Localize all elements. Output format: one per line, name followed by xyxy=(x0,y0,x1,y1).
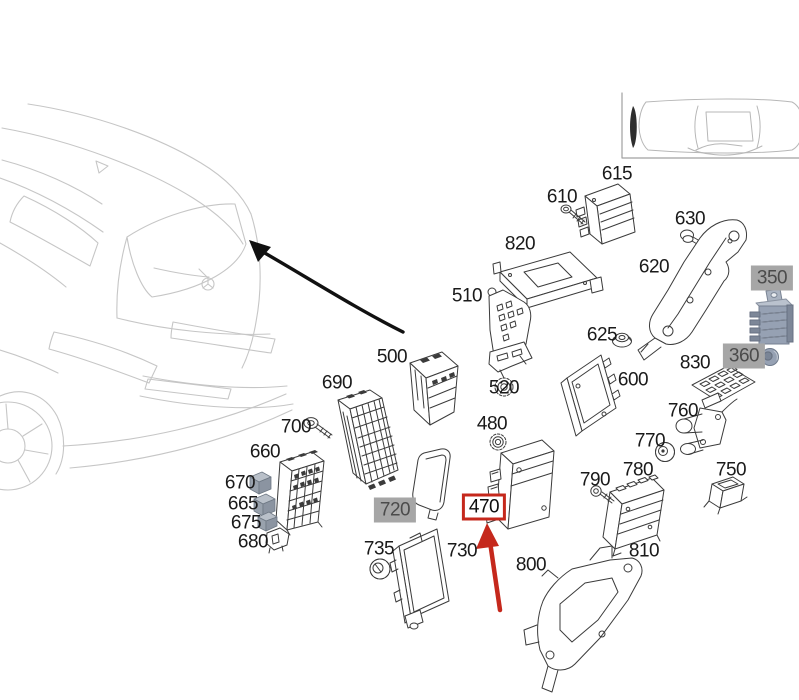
part-760-drawing xyxy=(675,398,738,455)
part-label-470-selected[interactable]: 470 xyxy=(461,493,507,521)
part-label-770[interactable]: 770 xyxy=(634,430,666,452)
part-350-drawing xyxy=(749,288,794,345)
part-360-drawing xyxy=(761,348,779,366)
part-520-drawing xyxy=(494,377,514,397)
part-label-760[interactable]: 760 xyxy=(667,400,699,422)
part-690-drawing xyxy=(337,389,399,490)
part-label-700[interactable]: 700 xyxy=(280,416,312,438)
part-label-620[interactable]: 620 xyxy=(638,256,670,278)
part-750-drawing xyxy=(703,476,748,515)
part-610-drawing xyxy=(560,204,586,225)
part-label-630[interactable]: 630 xyxy=(674,208,706,230)
part-820-drawing xyxy=(492,251,604,309)
part-510-drawing xyxy=(487,287,533,381)
part-label-790[interactable]: 790 xyxy=(579,469,611,491)
part-700-drawing xyxy=(303,417,333,439)
part-830-drawing xyxy=(691,365,756,409)
part-label-510[interactable]: 510 xyxy=(451,285,483,307)
part-label-780[interactable]: 780 xyxy=(622,459,654,481)
part-label-625[interactable]: 625 xyxy=(586,324,618,346)
part-label-735[interactable]: 735 xyxy=(363,538,395,560)
part-480-drawing xyxy=(489,433,507,451)
part-label-690[interactable]: 690 xyxy=(321,372,353,394)
part-735-drawing xyxy=(369,558,391,580)
part-label-610[interactable]: 610 xyxy=(546,186,578,208)
part-label-720[interactable]: 720 xyxy=(373,497,417,523)
part-label-800[interactable]: 800 xyxy=(515,554,547,576)
part-label-615[interactable]: 615 xyxy=(601,163,633,185)
location-arrow-icon xyxy=(249,240,405,334)
part-label-750[interactable]: 750 xyxy=(715,459,747,481)
part-680-drawing xyxy=(265,527,290,554)
part-label-660[interactable]: 660 xyxy=(249,441,281,463)
part-615-drawing xyxy=(575,183,636,245)
inset-car-rear-shade xyxy=(630,106,637,148)
part-label-670[interactable]: 670 xyxy=(224,472,256,494)
inset-border xyxy=(621,92,799,159)
inset-top-view xyxy=(621,92,799,159)
part-label-830[interactable]: 830 xyxy=(679,352,711,374)
part-label-600[interactable]: 600 xyxy=(617,369,649,391)
part-label-350[interactable]: 350 xyxy=(750,265,794,291)
part-600-drawing xyxy=(560,354,621,437)
part-720-drawing xyxy=(412,448,451,521)
part-label-810[interactable]: 810 xyxy=(628,540,660,562)
part-670-drawing xyxy=(249,471,272,495)
car-rear-outline xyxy=(0,103,294,491)
part-label-480[interactable]: 480 xyxy=(476,413,508,435)
part-625-drawing xyxy=(612,332,632,348)
highlight-arrow-icon xyxy=(476,523,503,613)
part-675-drawing xyxy=(257,511,278,532)
part-label-680[interactable]: 680 xyxy=(237,531,269,553)
part-label-500[interactable]: 500 xyxy=(376,346,408,368)
part-665-drawing xyxy=(253,493,276,517)
part-label-360[interactable]: 360 xyxy=(722,343,766,369)
parts-drawings xyxy=(249,183,794,693)
part-label-665[interactable]: 665 xyxy=(227,493,259,515)
part-800-drawing xyxy=(523,545,643,693)
part-label-520[interactable]: 520 xyxy=(488,377,520,399)
part-780-drawing xyxy=(602,474,665,557)
part-label-820[interactable]: 820 xyxy=(504,233,536,255)
part-660-drawing xyxy=(271,450,325,536)
part-730-drawing xyxy=(389,528,450,630)
part-770-drawing xyxy=(655,442,675,462)
part-790-drawing xyxy=(590,485,615,504)
part-500-drawing xyxy=(409,351,459,426)
part-620-drawing xyxy=(637,219,747,361)
part-label-730[interactable]: 730 xyxy=(446,540,478,562)
part-label-675[interactable]: 675 xyxy=(230,512,262,534)
